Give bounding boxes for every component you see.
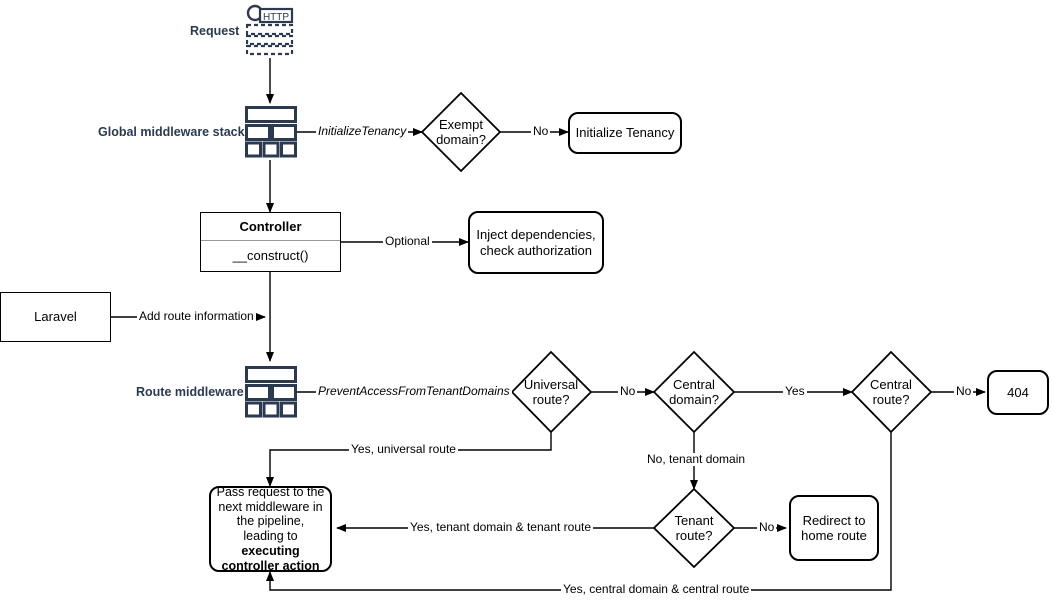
decision-tenant-route-label: Tenant route? bbox=[644, 513, 744, 544]
label-route-middleware: Route middleware bbox=[136, 385, 244, 399]
node-redirect-home-line1: Redirect to bbox=[802, 512, 866, 528]
node-inject-dependencies[interactable]: Inject dependencies, check authorization bbox=[468, 211, 604, 274]
node-laravel[interactable]: Laravel bbox=[0, 292, 111, 342]
edge-universal-route-yes-to-pass-request bbox=[266, 432, 552, 487]
node-pass-request-text: Pass request to the next middleware in t… bbox=[216, 484, 325, 543]
edge-label-yes-universal-route: Yes, universal route bbox=[349, 442, 458, 457]
edge-label-universal-no: No bbox=[618, 384, 638, 399]
edge-label-exempt-no: No bbox=[531, 124, 551, 139]
decision-universal-route-line1: Universal bbox=[523, 377, 579, 392]
decision-exempt-domain bbox=[420, 91, 502, 173]
edge-label-yes-tenant-domain-tenant-route: Yes, tenant domain & tenant route bbox=[408, 520, 594, 535]
decision-universal-route-line2: route? bbox=[532, 392, 570, 408]
node-controller-method: __construct() bbox=[232, 248, 309, 264]
node-redirect-home-line2: home route bbox=[801, 528, 867, 543]
label-global-middleware-stack: Global middleware stack bbox=[98, 125, 245, 139]
middleware-stack-icon-global bbox=[245, 106, 297, 158]
node-pass-request[interactable]: Pass request to the next middleware in t… bbox=[209, 484, 332, 573]
decision-central-route-label: Central route? bbox=[841, 377, 941, 408]
decision-exempt-domain-label: Exempt domain? bbox=[411, 117, 511, 148]
edge-label-no-tenant-domain: No, tenant domain bbox=[645, 452, 748, 467]
decision-universal-route bbox=[510, 350, 593, 434]
http-icon-label: HTTP bbox=[263, 12, 289, 23]
node-inject-dependencies-line2: check authorization bbox=[479, 242, 592, 258]
edge-label-optional: Optional bbox=[383, 234, 432, 249]
decision-exempt-domain-line1: Exempt bbox=[438, 117, 484, 132]
decision-central-route bbox=[850, 350, 933, 434]
edge-label-central-domain-yes: Yes bbox=[783, 384, 807, 399]
edge-label-prevent-access: PreventAccessFromTenantDomains bbox=[316, 384, 512, 399]
node-controller[interactable]: Controller __construct() bbox=[200, 212, 341, 272]
edge-label-central-route-no: No bbox=[954, 384, 974, 399]
node-redirect-home[interactable]: Redirect to home route bbox=[789, 495, 879, 561]
edge-label-yes-central-domain-central-route: Yes, central domain & central route bbox=[561, 582, 752, 597]
decision-tenant-route-line1: Tenant bbox=[674, 513, 714, 528]
decision-universal-route-label: Universal route? bbox=[501, 377, 601, 408]
edge-label-tenant-route-no: No bbox=[757, 520, 777, 535]
decision-central-route-line2: route? bbox=[872, 392, 910, 408]
edge-label-add-route-information: Add route information bbox=[137, 309, 256, 324]
node-initialize-tenancy[interactable]: Initialize Tenancy bbox=[568, 112, 682, 154]
node-404-label: 404 bbox=[1007, 384, 1029, 400]
edge-label-initialize-tenancy: InitializeTenancy bbox=[316, 124, 409, 139]
node-initialize-tenancy-label: Initialize Tenancy bbox=[575, 125, 675, 141]
middleware-stack-icon-route bbox=[245, 366, 297, 418]
node-pass-request-emphasis: executing controller action bbox=[221, 543, 320, 573]
node-inject-dependencies-line1: Inject dependencies, bbox=[476, 227, 596, 243]
decision-central-domain-line2: domain? bbox=[669, 392, 719, 408]
label-request: Request bbox=[190, 24, 240, 38]
decision-central-domain-label: Central domain? bbox=[644, 377, 744, 408]
decision-exempt-domain-line2: domain? bbox=[436, 132, 486, 148]
http-request-icon: HTTP bbox=[245, 4, 294, 56]
decision-tenant-route-line2: route? bbox=[675, 528, 713, 544]
decision-central-route-line1: Central bbox=[870, 377, 912, 392]
decision-tenant-route bbox=[652, 487, 736, 569]
node-404[interactable]: 404 bbox=[987, 370, 1049, 415]
decision-central-domain-line1: Central bbox=[673, 377, 715, 392]
node-laravel-label: Laravel bbox=[34, 309, 77, 325]
decision-central-domain bbox=[652, 350, 736, 434]
node-controller-title: Controller bbox=[201, 213, 340, 241]
